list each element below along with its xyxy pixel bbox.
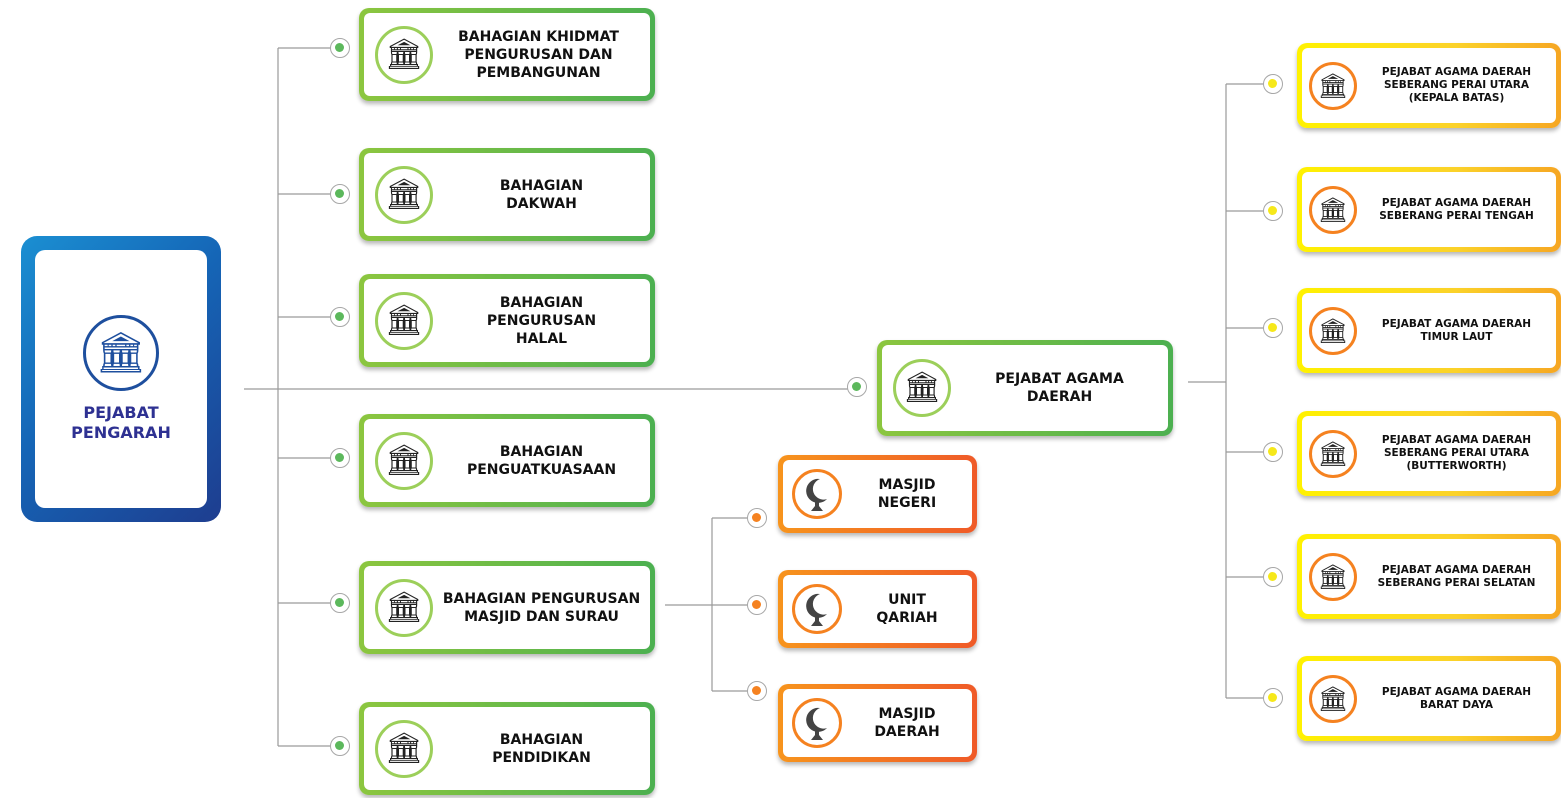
division-node: 🏛 BAHAGIAN PENDIDIKAN [359, 702, 655, 795]
division-node: 🏛 BAHAGIAN PENGURUSAN HALAL [359, 274, 655, 367]
government-building-icon: 🏛 [902, 370, 942, 405]
district-office-item: 🏛 PEJABAT AGAMA DAERAH BARAT DAYA [1297, 656, 1561, 741]
connector-dot [747, 508, 767, 528]
government-building-icon: 🏛 [95, 330, 147, 376]
connector-dot [1263, 318, 1283, 338]
connector-dot [330, 307, 350, 327]
crescent-mosque-icon [806, 478, 827, 511]
connector-dot [847, 377, 867, 397]
crescent-mosque-icon [806, 707, 827, 740]
division-label: BAHAGIAN PENGUATKUASAAN [466, 443, 617, 478]
division-node: 🏛 BAHAGIAN PENGUATKUASAAN [359, 414, 655, 507]
connector-dot [747, 681, 767, 701]
district-office-item: 🏛 PEJABAT AGAMA DAERAH SEBERANG PERAI UT… [1297, 43, 1561, 128]
government-building-icon: 🏛 [1317, 439, 1349, 468]
icon-circle: 🏛 [1309, 61, 1357, 110]
connector-dot [330, 38, 350, 58]
icon-circle [792, 584, 842, 634]
mosque-unit-node: UNIT QARIAH [778, 570, 977, 648]
icon-circle: 🏛 [375, 165, 433, 224]
division-label: BAHAGIAN DAKWAH [499, 177, 584, 212]
division-label: BAHAGIAN PENGURUSAN HALAL [486, 294, 597, 347]
district-office-item-label: PEJABAT AGAMA DAERAH SEBERANG PERAI UTAR… [1381, 434, 1532, 472]
connector-dot [1263, 201, 1283, 221]
root-icon-circle: 🏛 [83, 315, 159, 391]
connector-dot [330, 184, 350, 204]
district-office-item-label: PEJABAT AGAMA DAERAH SEBERANG PERAI SELA… [1377, 563, 1536, 589]
government-building-icon: 🏛 [1317, 195, 1349, 224]
mosque-unit-node: MASJID DAERAH [778, 684, 977, 762]
connector-dot [747, 595, 767, 615]
district-office-item: 🏛 PEJABAT AGAMA DAERAH SEBERANG PERAI UT… [1297, 411, 1561, 496]
district-office-label: PEJABAT AGAMA DAERAH [995, 371, 1124, 405]
root-node-pejabat-pengarah: 🏛 PEJABAT PENGARAH [21, 236, 221, 522]
district-office-item-label: PEJABAT AGAMA DAERAH BARAT DAYA [1381, 685, 1532, 711]
mosque-unit-node: MASJID NEGERI [778, 455, 977, 533]
icon-circle: 🏛 [1309, 185, 1357, 234]
icon-circle [792, 469, 842, 519]
icon-circle: 🏛 [1309, 552, 1357, 601]
government-building-icon: 🏛 [384, 442, 424, 478]
connector-dot [330, 448, 350, 468]
icon-circle: 🏛 [375, 578, 433, 637]
connector-dot [1263, 74, 1283, 94]
government-building-icon: 🏛 [1317, 562, 1349, 591]
government-building-icon: 🏛 [384, 36, 424, 72]
government-building-icon: 🏛 [384, 589, 424, 625]
division-label: BAHAGIAN PENGURUSAN MASJID DAN SURAU [442, 590, 641, 625]
icon-circle: 🏛 [375, 25, 433, 84]
government-building-icon: 🏛 [1317, 684, 1349, 713]
connector-dot [1263, 688, 1283, 708]
icon-circle: 🏛 [1309, 674, 1357, 723]
district-office-item: 🏛 PEJABAT AGAMA DAERAH SEBERANG PERAI TE… [1297, 167, 1561, 252]
government-building-icon: 🏛 [384, 302, 424, 338]
division-label: BAHAGIAN PENDIDIKAN [492, 731, 591, 766]
mosque-unit-label: MASJID NEGERI [877, 477, 937, 511]
icon-circle: 🏛 [893, 359, 951, 417]
district-office-item-label: PEJABAT AGAMA DAERAH TIMUR LAUT [1381, 317, 1532, 343]
district-office-node: 🏛 PEJABAT AGAMA DAERAH [877, 340, 1173, 436]
connector-dot [330, 593, 350, 613]
district-office-item-label: PEJABAT AGAMA DAERAH SEBERANG PERAI UTAR… [1381, 66, 1532, 104]
district-office-item-label: PEJABAT AGAMA DAERAH SEBERANG PERAI TENG… [1379, 196, 1534, 222]
icon-circle: 🏛 [375, 719, 433, 778]
icon-circle: 🏛 [375, 291, 433, 350]
root-node-inner: 🏛 PEJABAT PENGARAH [35, 250, 207, 508]
mosque-unit-label: UNIT QARIAH [876, 592, 938, 626]
icon-circle: 🏛 [375, 431, 433, 490]
icon-circle: 🏛 [1309, 429, 1357, 478]
icon-circle: 🏛 [1309, 306, 1357, 355]
root-node-label: PEJABAT PENGARAH [71, 403, 171, 442]
connector-dot [1263, 567, 1283, 587]
government-building-icon: 🏛 [1317, 316, 1349, 345]
government-building-icon: 🏛 [384, 730, 424, 766]
connector-dot [1263, 442, 1283, 462]
district-office-item: 🏛 PEJABAT AGAMA DAERAH TIMUR LAUT [1297, 288, 1561, 373]
connector-dot [330, 736, 350, 756]
crescent-mosque-icon [806, 593, 827, 626]
division-node: 🏛 BAHAGIAN DAKWAH [359, 148, 655, 241]
division-node: 🏛 BAHAGIAN KHIDMAT PENGURUSAN DAN PEMBAN… [359, 8, 655, 101]
district-office-item: 🏛 PEJABAT AGAMA DAERAH SEBERANG PERAI SE… [1297, 534, 1561, 619]
government-building-icon: 🏛 [1317, 71, 1349, 100]
icon-circle [792, 698, 842, 748]
mosque-unit-label: MASJID DAERAH [874, 706, 940, 740]
division-label: BAHAGIAN KHIDMAT PENGURUSAN DAN PEMBANGU… [458, 28, 619, 81]
division-node-masjid-surau: 🏛 BAHAGIAN PENGURUSAN MASJID DAN SURAU [359, 561, 655, 654]
government-building-icon: 🏛 [384, 176, 424, 212]
